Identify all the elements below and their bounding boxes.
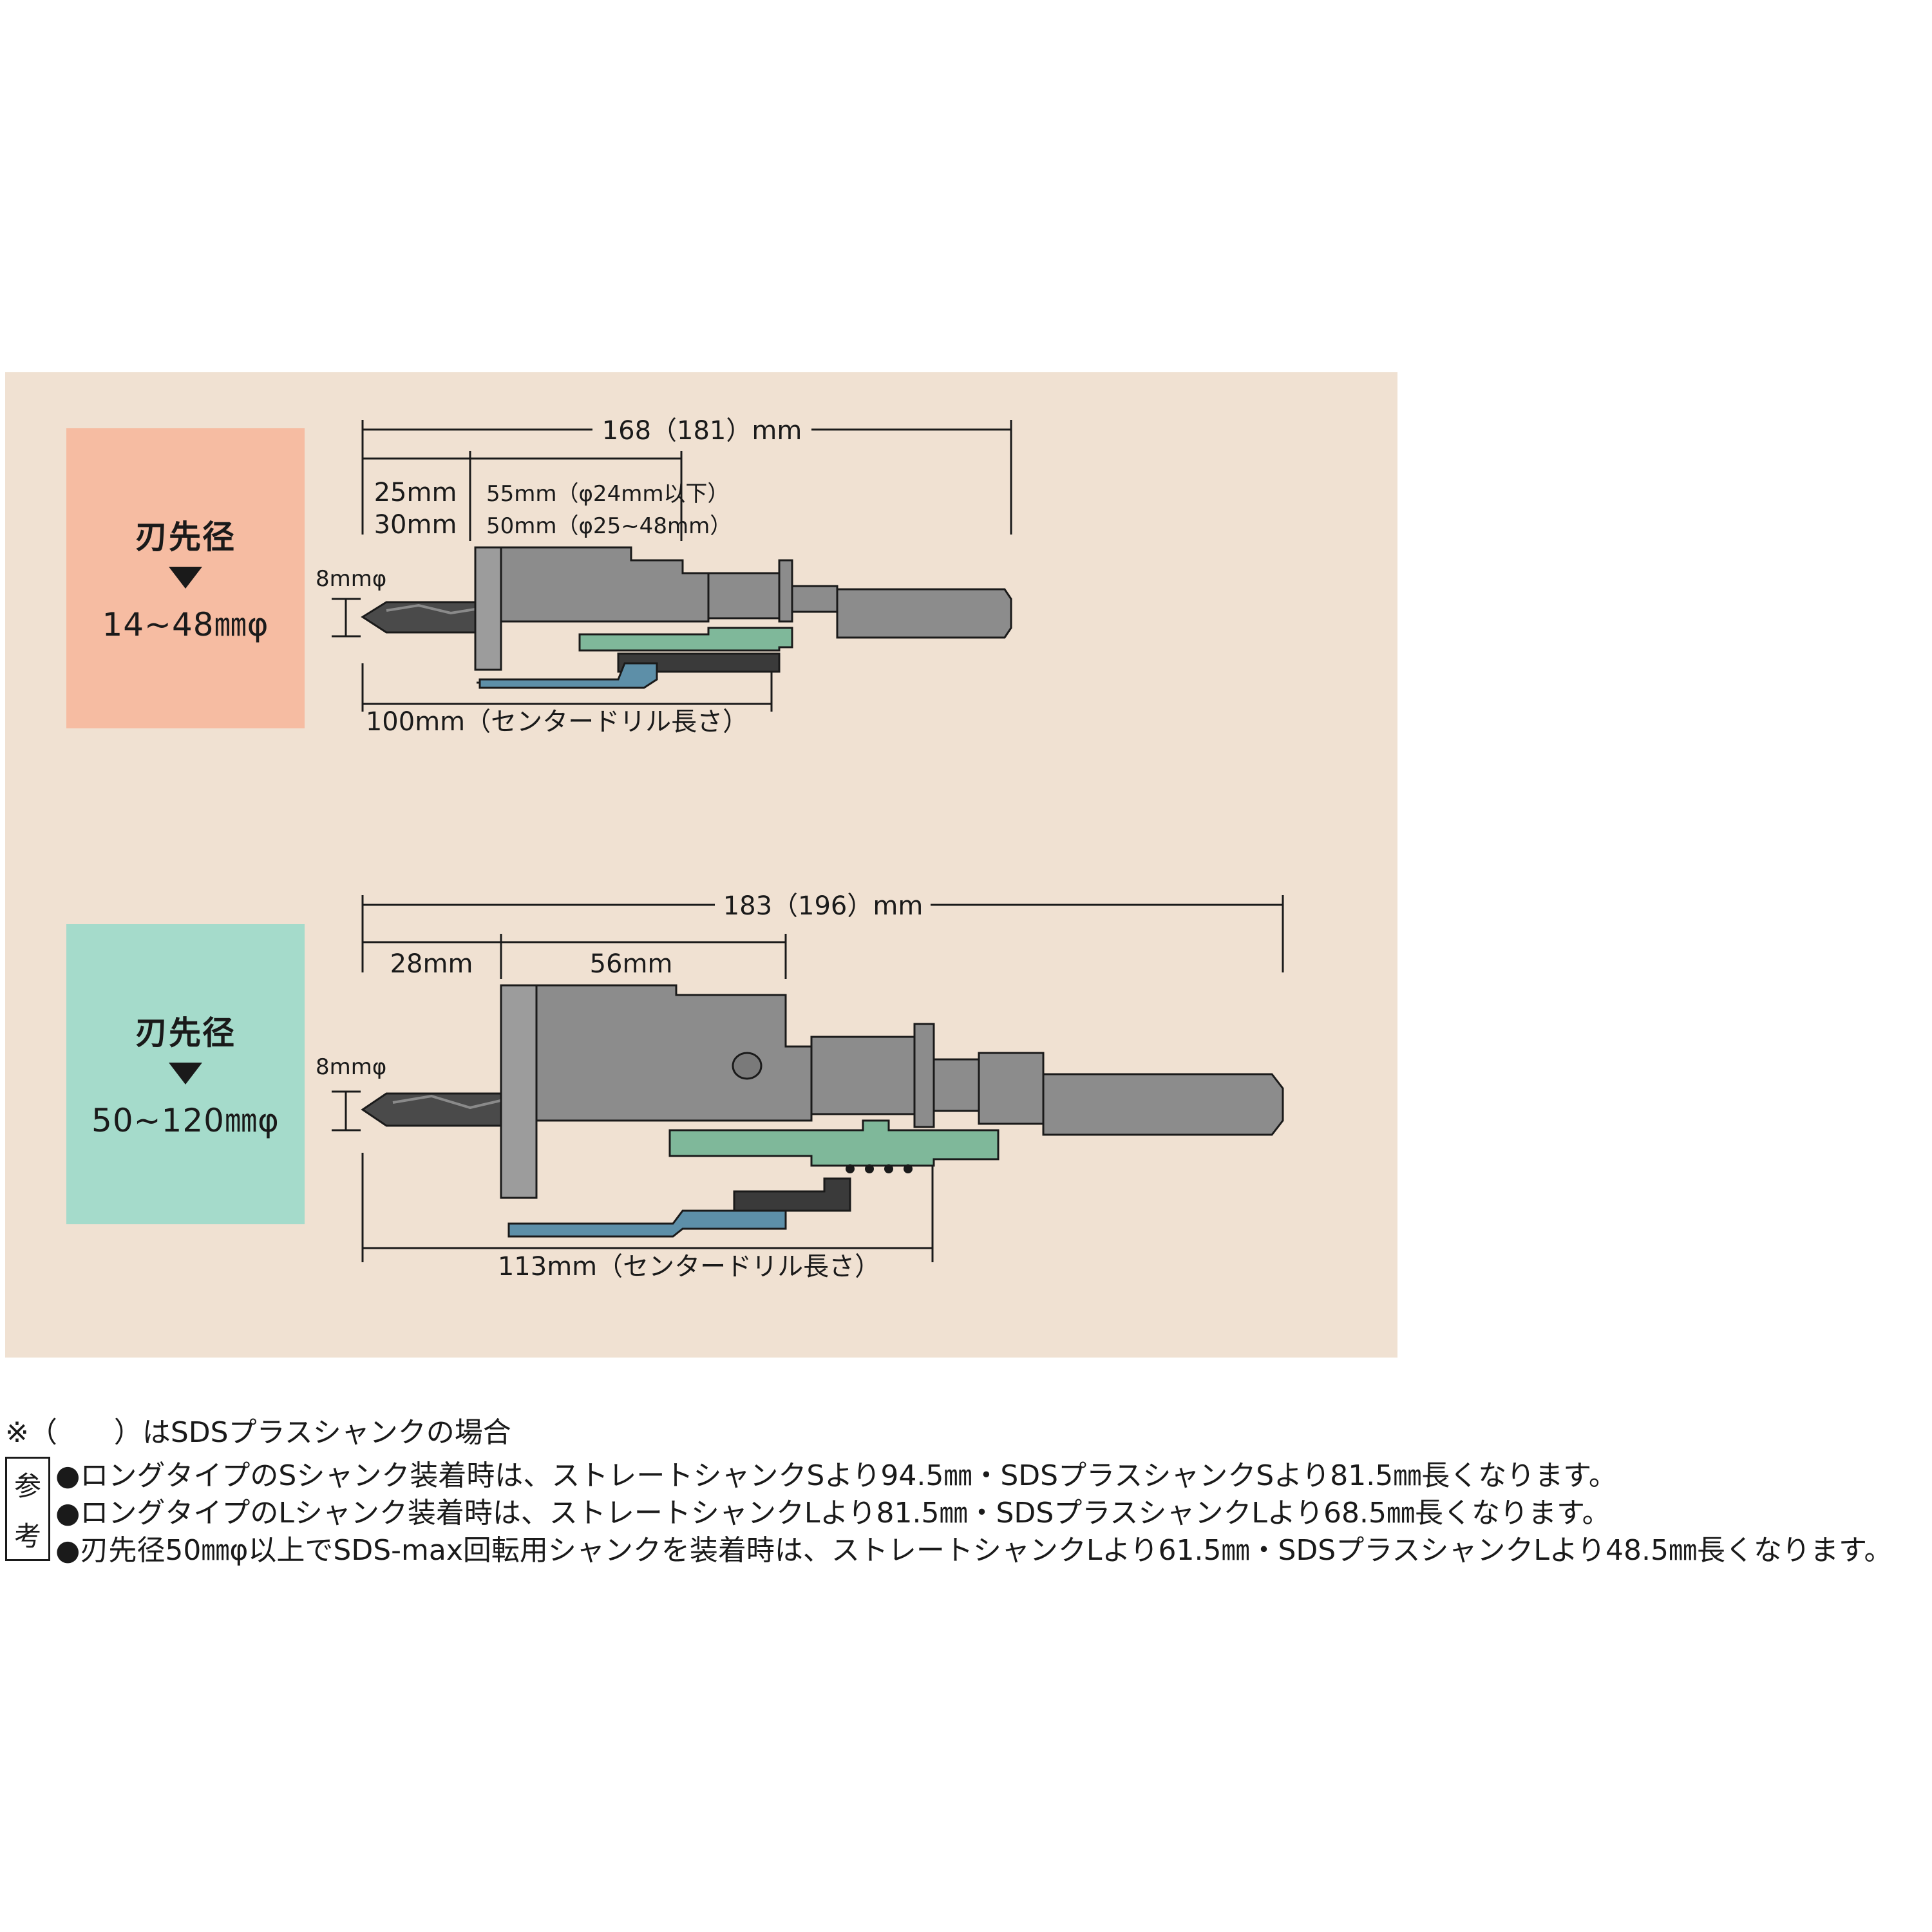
hole-saw-body-large bbox=[361, 984, 1284, 1238]
center-drill-length-label: 100mm（センタードリル長さ） bbox=[366, 707, 748, 737]
down-triangle-icon bbox=[169, 1063, 202, 1084]
hole-saw-diagram-small bbox=[332, 420, 1012, 712]
body-length-label: 56mm bbox=[590, 949, 673, 979]
center-drill-length-label: 113mm（センタードリル長さ） bbox=[498, 1252, 880, 1282]
hole-saw-diagram-large bbox=[332, 895, 1284, 1262]
badge-title: 刃先径 bbox=[135, 518, 236, 556]
down-triangle-icon bbox=[169, 567, 202, 589]
body-length-label-b: 50mm（φ25~48mm） bbox=[486, 513, 732, 539]
badge-title: 刃先径 bbox=[135, 1014, 236, 1052]
cut-depth-label-b: 30mm bbox=[374, 510, 457, 540]
badge-range: 14~48㎜φ bbox=[102, 606, 269, 643]
reference-label-char: 参 bbox=[14, 1470, 41, 1502]
sds-plus-note: ※（ ）はSDSプラスシャンクの場合 bbox=[5, 1416, 511, 1449]
drill-diameter-label: 8mmφ bbox=[316, 1054, 386, 1080]
drill-diameter-label: 8mmφ bbox=[316, 566, 386, 592]
cut-depth-label-a: 25mm bbox=[374, 478, 457, 507]
size-badge-large: 刃先径 50~120㎜φ bbox=[66, 924, 305, 1224]
reference-label-box: 参 考 bbox=[5, 1457, 50, 1561]
reference-label-char: 考 bbox=[14, 1520, 41, 1552]
cut-depth-label: 28mm bbox=[390, 949, 473, 979]
reference-note: ●ロングタイプのLシャンク装着時は、ストレートシャンクLより81.5㎜・SDSプ… bbox=[55, 1497, 1611, 1530]
overall-length-label: 183（196）mm bbox=[723, 891, 923, 921]
overall-length-label: 168（181）mm bbox=[602, 416, 802, 446]
reference-note: ●ロングタイプのSシャンク装着時は、ストレートシャンクSより94.5㎜・SDSプ… bbox=[55, 1459, 1617, 1492]
badge-range: 50~120㎜φ bbox=[91, 1102, 279, 1139]
body-length-label-a: 55mm（φ24mm以下） bbox=[486, 481, 729, 507]
hole-saw-body-small bbox=[361, 546, 1012, 689]
reference-note: ●刃先径50㎜φ以上でSDS-max回転用シャンクを装着時は、ストレートシャンク… bbox=[55, 1534, 1893, 1567]
size-badge-small: 刃先径 14~48㎜φ bbox=[66, 428, 305, 728]
